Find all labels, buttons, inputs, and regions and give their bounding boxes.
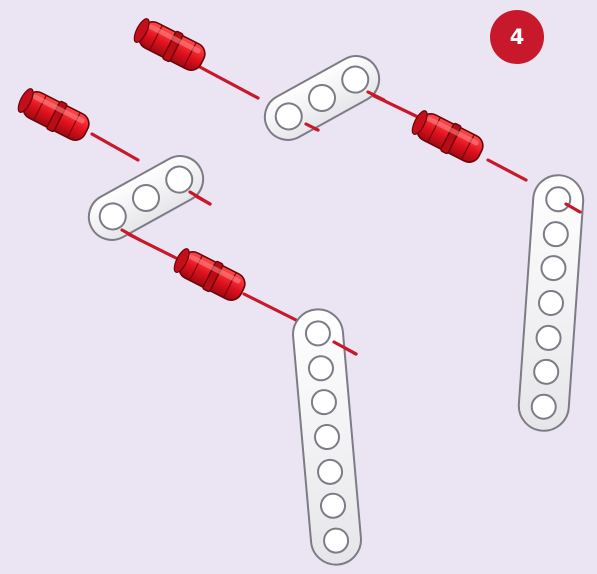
long-beam bbox=[291, 307, 363, 566]
guide-line bbox=[92, 134, 138, 160]
short-beam bbox=[81, 148, 212, 248]
long-beam bbox=[517, 174, 585, 433]
guide-line bbox=[198, 66, 258, 98]
axle-pin bbox=[408, 106, 487, 167]
step-number-badge: 4 bbox=[490, 10, 544, 64]
axle-pin bbox=[130, 14, 209, 75]
short-beam bbox=[257, 48, 388, 148]
guide-line bbox=[244, 294, 296, 320]
guide-line bbox=[488, 160, 526, 180]
axle-pin bbox=[170, 244, 249, 305]
axle-pin bbox=[14, 84, 93, 145]
